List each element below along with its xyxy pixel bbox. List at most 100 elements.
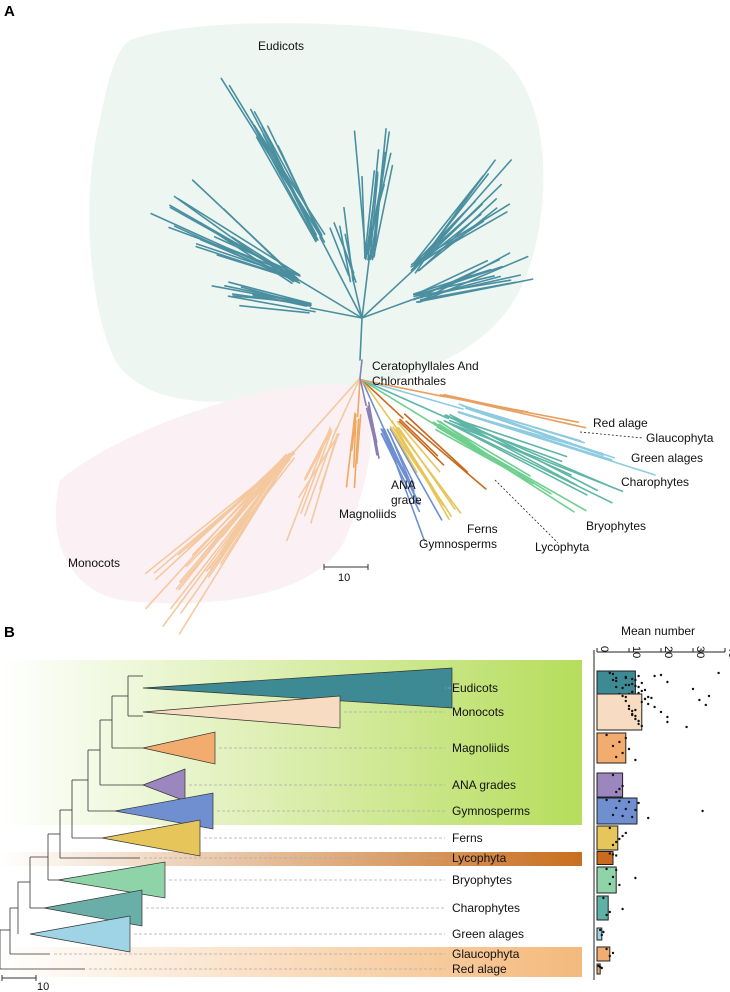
- scale-bar-b-label: 10: [37, 981, 49, 992]
- mean-bar: [596, 963, 601, 975]
- charophyte-branch: [449, 414, 599, 492]
- data-point: [605, 798, 608, 802]
- ana-branch: [368, 407, 378, 444]
- data-point: [717, 671, 720, 675]
- data-point: [701, 809, 704, 813]
- data-point: [618, 740, 621, 744]
- bar-axis-title: Mean number: [621, 624, 695, 638]
- eudicot-branch: [224, 285, 312, 305]
- row-label-ana-grades: ANA grades: [452, 778, 516, 792]
- data-point: [624, 675, 627, 679]
- fern-branch: [396, 421, 441, 473]
- eudicot-branch: [253, 124, 326, 235]
- mean-bar: [596, 797, 638, 825]
- data-point: [615, 676, 618, 680]
- monocot-branch: [310, 433, 339, 524]
- axis-tick-label: 30: [694, 646, 706, 658]
- eudicot-branch: [239, 304, 310, 314]
- data-point: [637, 719, 640, 723]
- eudicot-branch: [373, 191, 381, 257]
- data-point: [611, 773, 615, 777]
- eudicot-branch: [372, 164, 394, 259]
- data-point: [618, 837, 621, 841]
- data-point: [611, 678, 615, 682]
- bryophyte-branch: [439, 420, 515, 474]
- eudicot-branch: [255, 136, 317, 243]
- panel-a-label: A: [4, 3, 15, 20]
- data-point: [618, 787, 621, 791]
- fern-branch: [396, 426, 462, 514]
- eudicot-branch: [344, 233, 356, 280]
- eudicot-branch: [232, 295, 311, 304]
- data-point: [634, 684, 637, 688]
- bar-chart: [596, 670, 720, 975]
- magnoliid-branch: [353, 418, 360, 489]
- eudicot-branch: [351, 276, 363, 319]
- lycophyta-leader: [494, 479, 559, 544]
- charophyte-branch: [443, 420, 588, 496]
- data-point: [627, 683, 631, 687]
- data-point: [631, 713, 634, 717]
- data-point: [605, 913, 608, 917]
- data-point: [691, 687, 695, 691]
- data-point: [643, 688, 647, 692]
- lycophyte-branch: [398, 420, 445, 466]
- fern-branch: [390, 427, 445, 507]
- fern-branch: [395, 428, 435, 490]
- lycophyte-branch: [361, 379, 404, 419]
- row-label-charophytes: Charophytes: [452, 901, 520, 915]
- data-point: [602, 930, 605, 934]
- eudicot-branch: [361, 267, 417, 319]
- data-point: [624, 736, 627, 740]
- eudicot-branch: [177, 198, 301, 276]
- monocots-hull: [55, 384, 372, 604]
- clade-triangle: [142, 731, 216, 765]
- eudicot-branch: [418, 198, 498, 271]
- data-point: [634, 678, 637, 682]
- data-point: [599, 928, 602, 932]
- eudicot-branch: [413, 220, 485, 268]
- eudicot-branch: [228, 281, 312, 305]
- data-point: [627, 800, 631, 804]
- data-point: [698, 698, 701, 702]
- data-point: [624, 683, 627, 687]
- red-alga-branch: [446, 395, 529, 413]
- eudicot-branch: [261, 126, 319, 241]
- axis-tick-label: 20: [662, 646, 674, 658]
- magnoliid-branch: [356, 414, 362, 464]
- data-point: [624, 699, 627, 703]
- row-label-lycophyta: Lycophyta: [452, 851, 507, 865]
- data-point: [659, 710, 663, 714]
- label-ceratophyllales-1: Ceratophyllales And: [372, 359, 479, 373]
- glaucophyta-redalage-band: [0, 947, 582, 977]
- scale-bar-b: 10: [1, 975, 49, 992]
- gymnosperm-branch: [380, 432, 421, 513]
- magnoliid-branch: [352, 419, 357, 468]
- data-point: [631, 677, 634, 681]
- axis-tick-label: 10: [630, 646, 642, 658]
- data-point: [611, 843, 615, 847]
- eudicot-branch: [419, 255, 529, 303]
- data-point: [621, 784, 624, 788]
- eudicot-branch: [413, 265, 503, 298]
- cc-branch: [359, 359, 363, 379]
- data-point: [634, 714, 637, 718]
- red-alga-branch: [361, 379, 446, 398]
- data-point: [653, 674, 656, 678]
- data-point: [621, 751, 624, 755]
- data-point: [621, 814, 624, 818]
- axis-tick-label: 0: [598, 646, 610, 652]
- gymnosperm-branch: [383, 431, 426, 542]
- mean-bar: [596, 895, 609, 921]
- row-label-magnoliids: Magnoliids: [452, 741, 509, 755]
- magnoliid-branch: [351, 413, 357, 451]
- charophyte-branch: [448, 419, 563, 463]
- eudicot-branch: [413, 200, 476, 265]
- data-point: [611, 875, 615, 879]
- data-point: [605, 867, 608, 871]
- data-point: [608, 852, 611, 855]
- data-point: [634, 708, 637, 712]
- data-point: [615, 840, 618, 844]
